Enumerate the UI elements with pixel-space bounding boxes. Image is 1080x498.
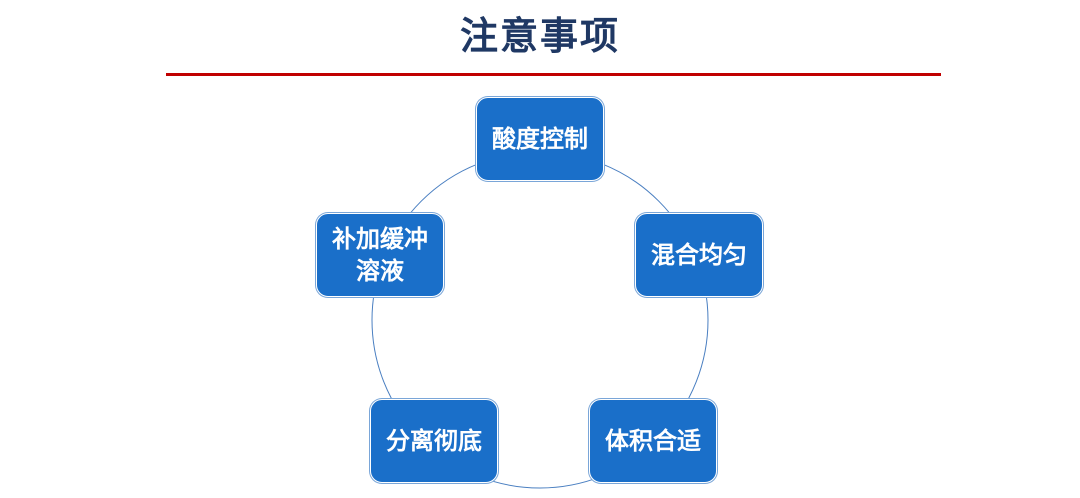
cycle-node-volume-appropriate: 体积合适 [589,399,717,483]
title-underline [166,73,941,76]
cycle-node-separate-thoroughly: 分离彻底 [370,399,498,483]
cycle-node-add-buffer-solution: 补加缓冲溶液 [316,213,444,297]
cycle-node-mix-evenly: 混合均匀 [635,213,763,297]
cycle-node-acidity-control: 酸度控制 [476,97,604,181]
page-title: 注意事项 [459,14,620,58]
